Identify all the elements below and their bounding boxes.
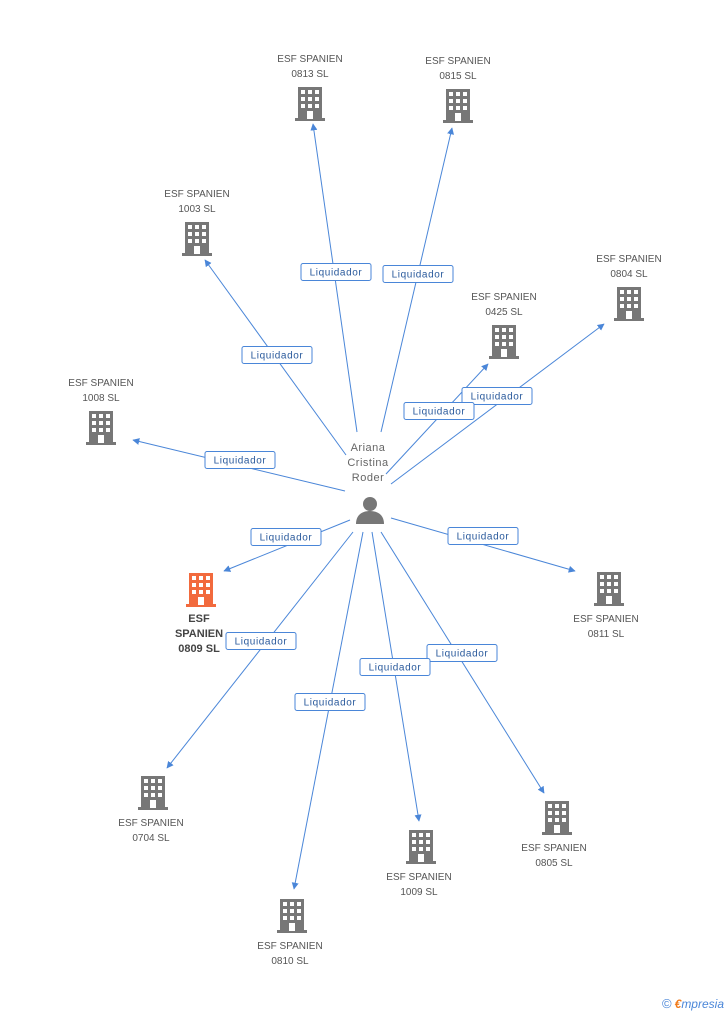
copyright-symbol: © (662, 996, 672, 1011)
company-name-line-2: 0425 SL (485, 307, 523, 318)
company-node-n0813[interactable]: ESF SPANIEN 0813 SL (277, 54, 343, 121)
edge-label-box (294, 693, 366, 711)
edge-n1009 (371, 531, 422, 822)
company-name-line-1: ESF SPANIEN (118, 818, 183, 829)
company-name-line-1: ESF SPANIEN (257, 941, 322, 952)
company-name-line-2: 1009 SL (400, 887, 438, 898)
edge-label-n0810[interactable]: Liquidador (294, 693, 366, 711)
edge-label-text: Liquidador (392, 270, 445, 281)
edge-label-box (204, 451, 276, 469)
company-name-line-1: ESF SPANIEN (573, 614, 638, 625)
edge-label-n0704[interactable]: Liquidador (225, 632, 297, 650)
brand-logo-mark: € (674, 996, 682, 1011)
building-icon (594, 572, 624, 606)
edge-label-n0811[interactable]: Liquidador (447, 527, 519, 545)
center-name-line-3: Roder (352, 472, 384, 484)
edge-label-box (225, 632, 297, 650)
edge-label-n0804[interactable]: Liquidador (461, 387, 533, 405)
company-node-n0805[interactable]: ESF SPANIEN 0805 SL (521, 801, 587, 869)
company-name-line-2: 0811 SL (588, 629, 625, 640)
company-name-line-1: ESF SPANIEN (521, 843, 586, 854)
edge-label-text: Liquidador (304, 698, 357, 709)
edge-label-box (250, 528, 322, 546)
edge-label-box (426, 644, 498, 662)
footer-brand: © €mpresia (662, 996, 724, 1011)
company-name-line-2: 0805 SL (535, 858, 573, 869)
center-name-line-1: Ariana (351, 442, 386, 454)
company-node-n0809[interactable]: ESF SPANIEN 0809 SL (175, 573, 223, 655)
company-node-n0811[interactable]: ESF SPANIEN 0811 SL (573, 572, 639, 640)
company-name-line-1: ESF SPANIEN (386, 872, 451, 883)
company-name-line-1: ESF SPANIEN (425, 56, 490, 67)
company-node-n0815[interactable]: ESF SPANIEN 0815 SL (425, 56, 491, 123)
edge-label-text: Liquidador (214, 456, 267, 467)
building-icon (277, 899, 307, 933)
company-node-n0704[interactable]: ESF SPANIEN 0704 SL (118, 776, 184, 844)
edge-label-box (359, 658, 431, 676)
building-icon (86, 411, 116, 445)
building-icon (614, 287, 644, 321)
edge-label-n0805[interactable]: Liquidador (426, 644, 498, 662)
person-icon (356, 497, 384, 524)
edge-label-text: Liquidador (310, 268, 363, 279)
company-node-n0425[interactable]: ESF SPANIEN 0425 SL (471, 292, 537, 359)
edge-n0805 (380, 531, 545, 794)
company-node-n1009[interactable]: ESF SPANIEN 1009 SL (386, 830, 452, 898)
company-name-line-2: 0704 SL (132, 833, 170, 844)
edge-label-box (447, 527, 519, 545)
edge-label-box (241, 346, 313, 364)
company-name-line-2: 1003 SL (178, 204, 216, 215)
edge-label-text: Liquidador (260, 533, 313, 544)
brand-logo-text: mpresia (681, 996, 724, 1011)
company-node-n0810[interactable]: ESF SPANIEN 0810 SL (257, 899, 323, 967)
company-node-n1008[interactable]: ESF SPANIEN 1008 SL (68, 378, 134, 445)
edge-label-text: Liquidador (413, 407, 466, 418)
edge-label-text: Liquidador (471, 392, 524, 403)
edge-label-n1003[interactable]: Liquidador (241, 346, 313, 364)
company-node-n1003[interactable]: ESF SPANIEN 1003 SL (164, 189, 230, 256)
center-name-line-2: Cristina (347, 457, 389, 469)
company-name-line-1: ESF SPANIEN (164, 189, 229, 200)
building-icon (295, 87, 325, 121)
company-name-line-2: 0804 SL (610, 269, 648, 280)
company-name-line-2: SPANIEN (175, 628, 223, 640)
edge-label-text: Liquidador (436, 649, 489, 660)
building-icon (406, 830, 436, 864)
edge-label-n0425[interactable]: Liquidador (403, 402, 475, 420)
company-name-line-2: 0813 SL (291, 69, 329, 80)
edge-label-n1009[interactable]: Liquidador (359, 658, 431, 676)
edge-label-box (382, 265, 454, 283)
building-icon (138, 776, 168, 810)
building-icon (182, 222, 212, 256)
edge-label-n0815[interactable]: Liquidador (382, 265, 454, 283)
edge-label-text: Liquidador (369, 663, 422, 674)
edge-label-n0809[interactable]: Liquidador (250, 528, 322, 546)
edge-label-text: Liquidador (457, 532, 510, 543)
edge-label-text: Liquidador (235, 637, 288, 648)
company-name-line-1: ESF SPANIEN (277, 54, 342, 65)
edge-label-box (300, 263, 372, 281)
company-name-line-2: 0810 SL (271, 956, 309, 967)
company-name-line-3: 0809 SL (178, 643, 220, 655)
edge-label-n0813[interactable]: Liquidador (300, 263, 372, 281)
edge-label-text: Liquidador (251, 351, 304, 362)
company-name-line-1: ESF SPANIEN (596, 254, 661, 265)
edge-label-box (403, 402, 475, 420)
center-person[interactable]: Ariana Cristina Roder (347, 442, 389, 524)
edge-label-box (461, 387, 533, 405)
company-name-line-2: 1008 SL (82, 393, 120, 404)
company-node-n0804[interactable]: ESF SPANIEN 0804 SL (596, 254, 662, 321)
company-name-line-1: ESF SPANIEN (68, 378, 133, 389)
company-name-line-1: ESF (188, 613, 210, 625)
building-icon (542, 801, 572, 835)
edge-label-n1008[interactable]: Liquidador (204, 451, 276, 469)
building-icon (489, 325, 519, 359)
company-name-line-1: ESF SPANIEN (471, 292, 536, 303)
building-icon (186, 573, 216, 607)
building-icon (443, 89, 473, 123)
company-name-line-2: 0815 SL (439, 71, 477, 82)
